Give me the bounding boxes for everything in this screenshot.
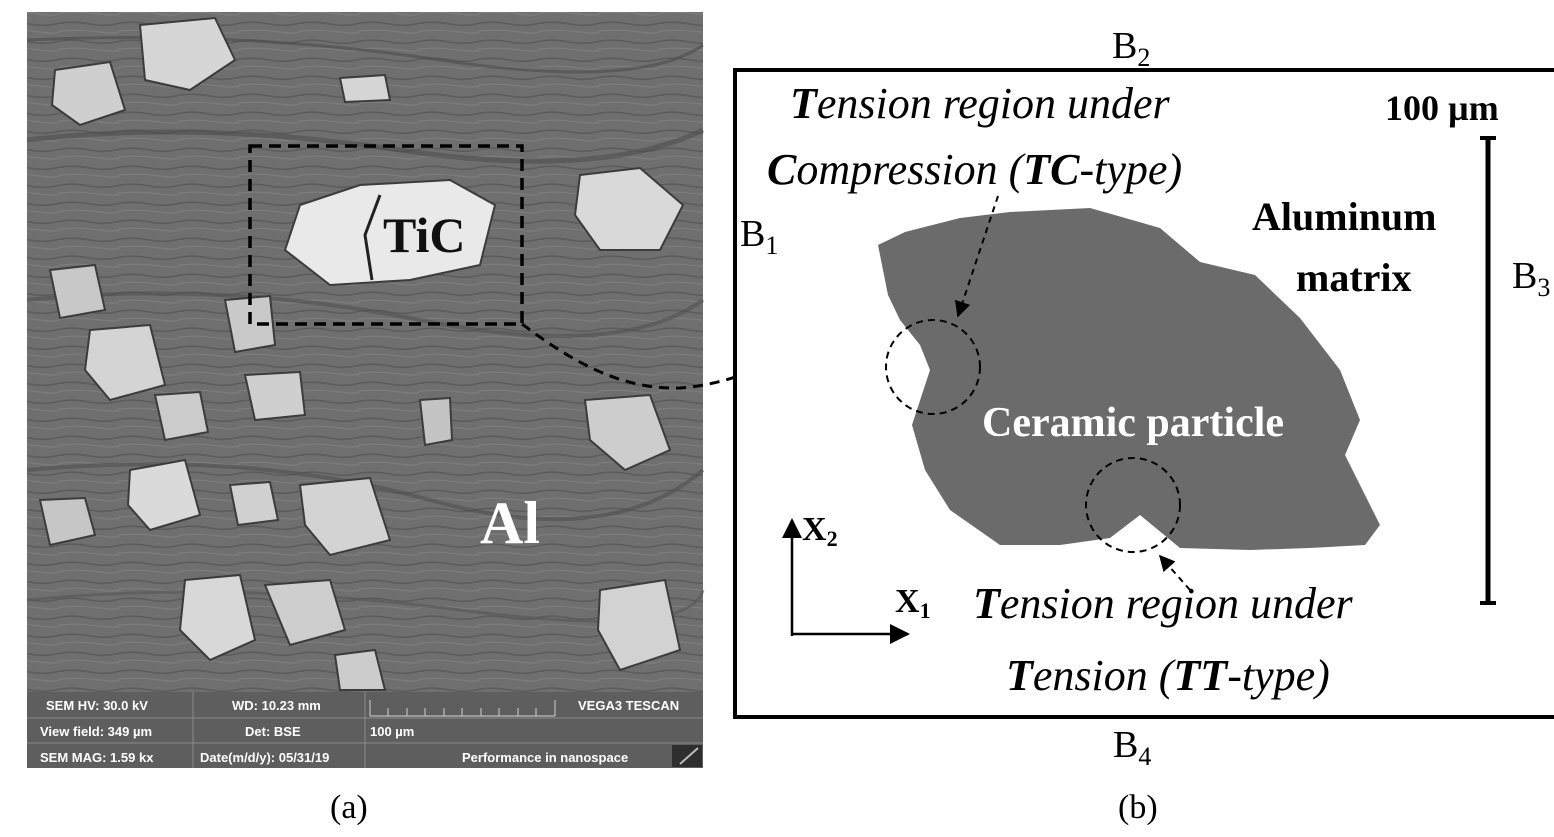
sem-scale-label: 100 µm [370, 724, 414, 739]
boundary-b3: B3 [1512, 255, 1550, 302]
sem-date: Date(m/d/y): 05/31/19 [200, 750, 329, 765]
roi-box [248, 144, 524, 326]
boundary-b1: B1 [740, 213, 778, 260]
tc-label-line1: Tension region under [790, 79, 1171, 128]
tt-region-circle [1085, 457, 1181, 553]
sem-particle [298, 476, 392, 557]
tt-label-line1: Tension region under [973, 579, 1354, 628]
sem-particle [243, 370, 307, 422]
sem-particle [228, 480, 280, 527]
sem-particle [38, 496, 97, 547]
tt-label-line2: Tension (TT-type) [1006, 651, 1330, 700]
sem-particle [573, 166, 685, 251]
caption-a-text: (a) [330, 789, 368, 826]
sem-particle [418, 396, 454, 447]
ceramic-particle-shape [878, 208, 1380, 550]
sem-particle [263, 578, 347, 647]
coordinate-axes: X2 X1 [782, 511, 931, 644]
tc-region-circle [885, 319, 981, 415]
sem-surface-texture [26, 36, 705, 623]
sem-slogan: Performance in nanospace [462, 750, 628, 765]
tt-pointer-arrow [1158, 554, 1191, 591]
label-al: Al [480, 490, 540, 556]
sem-info-bar: SEM HV: 30.0 kV WD: 10.23 mm VEGA3 TESCA… [27, 692, 703, 768]
sem-particles [38, 16, 685, 691]
particle-crack [363, 194, 382, 281]
sem-detector: Det: BSE [245, 724, 301, 739]
matrix-label-line1: Aluminum [1252, 194, 1437, 239]
sem-scale-bar [369, 700, 556, 717]
sem-magnification: SEM MAG: 1.59 kx [40, 750, 154, 765]
sem-particle [596, 578, 682, 672]
label-tic: TiC [383, 207, 465, 263]
sem-particle [583, 393, 672, 472]
particle-label: Ceramic particle [982, 400, 1284, 446]
sem-view-field: View field: 349 µm [40, 724, 152, 739]
sem-particle [283, 178, 497, 287]
sem-image-panel: TiC Al SEM HV: [26, 12, 705, 768]
schematic-panel: B2 B1 B3 B4 Ceramic particle Tension reg… [733, 25, 1554, 771]
tc-label-line2: Compression (TC-type) [767, 145, 1182, 194]
sem-particle [178, 573, 257, 662]
domain-boundary [733, 68, 1554, 719]
sem-particle [138, 16, 237, 92]
axis-x2-label: X2 [802, 511, 838, 551]
sem-particle [333, 648, 387, 691]
boundary-b2: B2 [1112, 25, 1150, 72]
sem-particle [48, 263, 107, 320]
scale-bar [1480, 136, 1496, 605]
sem-particle [126, 458, 202, 532]
sem-hv: SEM HV: 30.0 kV [46, 698, 148, 713]
sem-particle [338, 73, 392, 104]
scale-bar-label: 100 µm [1385, 88, 1499, 128]
boundary-b4: B4 [1113, 724, 1151, 771]
sem-particle [83, 323, 167, 402]
sem-particle [50, 60, 127, 127]
sem-wd: WD: 10.23 mm [232, 698, 321, 713]
sem-brand: VEGA3 TESCAN [578, 698, 679, 713]
matrix-label-line2: matrix [1296, 255, 1412, 300]
axis-x1-label: X1 [895, 583, 931, 623]
caption-b-text: (b) [1118, 789, 1158, 826]
sem-particle [153, 390, 210, 442]
